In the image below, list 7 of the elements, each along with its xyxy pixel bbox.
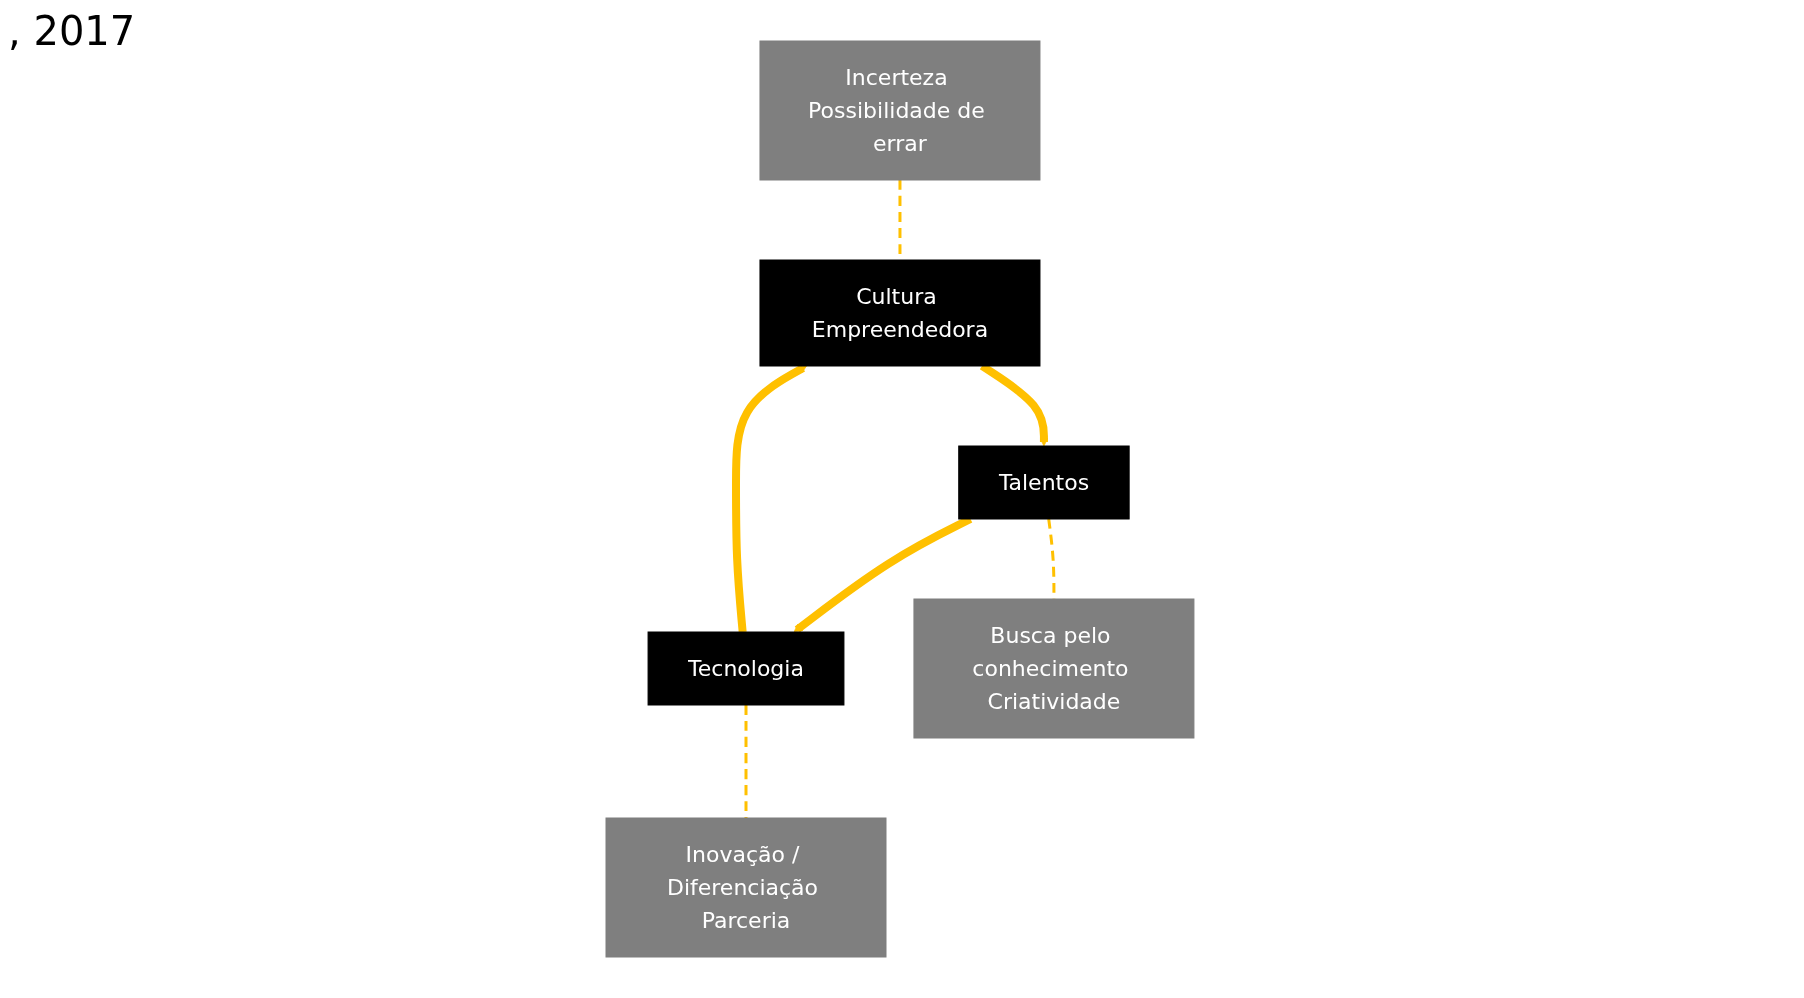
node-box: Incerteza Possibilidade de errar: [759, 40, 1041, 181]
node-box: Talentos: [958, 445, 1130, 520]
node-box: Cultura Empreendedora: [759, 259, 1041, 367]
node-box: Busca pelo conhecimento Criatividade: [913, 598, 1195, 739]
node-box: Inovação / Diferenciação Parceria: [605, 817, 887, 958]
citation-text: , 2017: [8, 8, 136, 54]
node-box: Tecnologia: [647, 631, 845, 706]
